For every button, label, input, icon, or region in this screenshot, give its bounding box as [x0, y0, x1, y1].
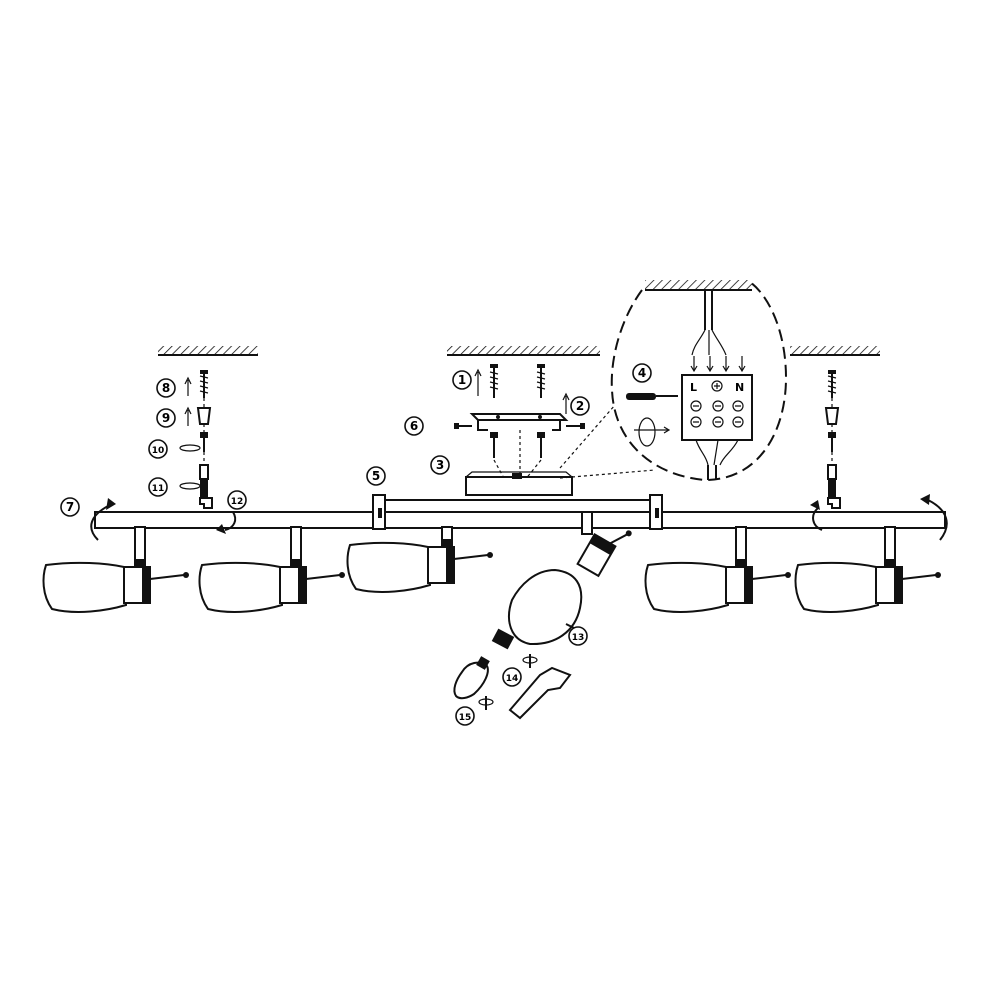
step-callout-5: 5 [366, 466, 386, 486]
step-callout-6: 6 [404, 416, 424, 436]
spotlight [644, 526, 791, 613]
canopy [465, 471, 573, 496]
hook-icon [199, 497, 213, 509]
spotlight [346, 526, 493, 593]
ground-icon [711, 380, 723, 392]
screw-icon [489, 364, 499, 398]
rotate-arrow-icon [90, 498, 237, 541]
step-callout-12: 12 [227, 490, 247, 510]
step-callout-8: 8 [156, 378, 176, 398]
screw-icon [490, 432, 498, 458]
step-number: 12 [231, 497, 244, 507]
step-callout-3: 3 [430, 455, 450, 475]
step-callout-10: 10 [148, 439, 168, 459]
step-number: 11 [152, 484, 165, 494]
center-mounting-plate [454, 364, 585, 481]
step-number: 3 [436, 458, 444, 472]
spotlight [42, 526, 189, 613]
step-number: 14 [506, 674, 519, 684]
step-callout-11: 11 [148, 477, 168, 497]
screwdriver-icon [626, 393, 678, 400]
spotlight [794, 526, 941, 613]
screw-icon [827, 370, 837, 398]
step-number: 5 [372, 469, 380, 483]
exploded-spotlight [453, 511, 632, 720]
screw-icon [199, 370, 209, 398]
wiring-detail: L N [559, 280, 788, 482]
screw-icon [536, 364, 546, 398]
ceiling-right [790, 346, 880, 356]
step-callout-1: 1 [452, 370, 472, 390]
step-number: 9 [162, 411, 170, 425]
step-number: 7 [66, 500, 74, 514]
step-number: 2 [576, 399, 584, 413]
screw-icon [828, 432, 836, 452]
step-callout-15: 15 [455, 706, 475, 726]
step-callout-9: 9 [156, 408, 176, 428]
step-callout-4: 4 [632, 363, 652, 383]
terminal-neutral-label: N [735, 381, 744, 394]
step-number: 6 [410, 419, 418, 433]
wall-plug-icon [196, 407, 212, 425]
right-fixing-stack [824, 370, 841, 509]
ceiling-center [447, 346, 600, 356]
screw-icon [537, 432, 545, 458]
left-fixing-stack [179, 370, 213, 509]
step-number: 13 [572, 633, 585, 643]
step-number: 1 [458, 373, 466, 387]
threaded-stud-icon [827, 464, 837, 498]
light-bar [94, 494, 946, 530]
terminal-live-label: L [690, 381, 697, 394]
step-callout-2: 2 [570, 396, 590, 416]
step-callout-14: 14 [502, 667, 522, 687]
step-callout-13: 13 [568, 626, 588, 646]
screw-icon [179, 432, 208, 452]
wall-plug-icon [824, 407, 840, 425]
hook-icon [827, 497, 841, 509]
step-number: 15 [459, 713, 472, 723]
step-number: 4 [638, 366, 646, 380]
spotlight [198, 526, 345, 613]
step-callout-7: 7 [60, 497, 80, 517]
step-number: 8 [162, 381, 170, 395]
step-number: 10 [152, 446, 165, 456]
ceiling-left [158, 346, 258, 356]
left-stack-arrows [184, 376, 192, 426]
rotate-arrow-icon [810, 494, 948, 541]
threaded-stud-icon [179, 464, 209, 498]
